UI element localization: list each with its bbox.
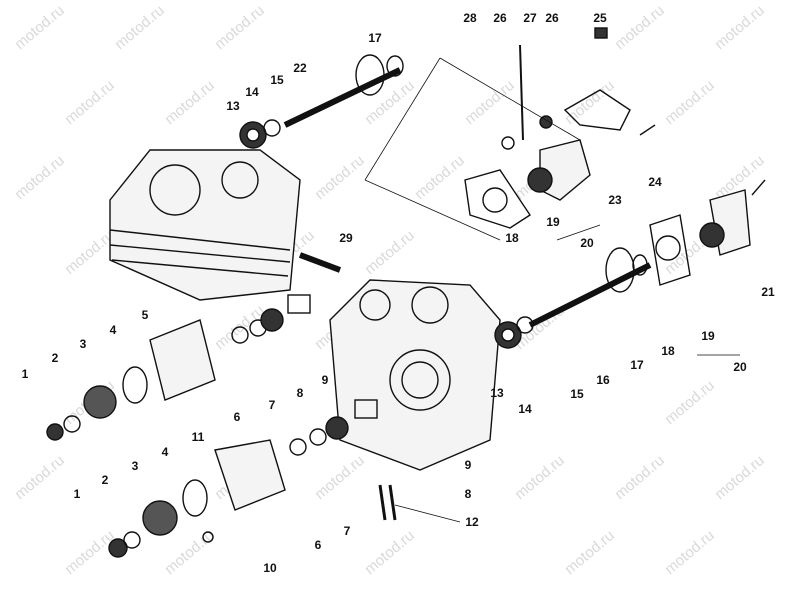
part-label: 10	[263, 561, 277, 575]
part-label: 23	[608, 193, 622, 207]
part-label: 28	[463, 11, 477, 25]
left-gear-assemblies	[46, 294, 397, 558]
part-label: 14	[518, 402, 532, 416]
part-label: 24	[648, 175, 662, 189]
part-label: 17	[630, 358, 644, 372]
part-label: 21	[761, 285, 775, 299]
lower-camshaft	[494, 247, 652, 349]
part-label: 22	[293, 61, 307, 75]
part-label: 3	[79, 337, 87, 351]
part-label: 1	[73, 487, 81, 501]
part-label: 26	[545, 11, 559, 25]
part-label: 20	[733, 360, 747, 374]
part-label: 14	[245, 85, 259, 99]
part-label: 7	[343, 524, 351, 538]
part-label: 25	[593, 11, 607, 25]
upper-cylinder-head	[109, 149, 301, 301]
part-label: 8	[464, 487, 472, 501]
part-label: 4	[161, 445, 169, 459]
part-label: 15	[570, 387, 584, 401]
part-label: 2	[101, 473, 109, 487]
part-label: 9	[321, 373, 329, 387]
part-label: 19	[701, 329, 715, 343]
part-label: 27	[523, 11, 537, 25]
part-label: 5	[141, 308, 149, 322]
part-label: 13	[490, 386, 504, 400]
part-label: 11	[191, 430, 205, 444]
part-label: 1	[21, 367, 29, 381]
upper-camshaft	[239, 54, 404, 149]
part-label: 6	[233, 410, 241, 424]
part-label: 8	[296, 386, 304, 400]
part-label: 16	[596, 373, 610, 387]
part-label: 19	[546, 215, 560, 229]
lower-cylinder-head	[329, 279, 501, 471]
part-label: 20	[580, 236, 594, 250]
part-label: 13	[226, 99, 240, 113]
right-covers	[298, 27, 766, 286]
part-label: 2	[51, 351, 59, 365]
part-label: 18	[661, 344, 675, 358]
part-label: 3	[131, 459, 139, 473]
part-label: 26	[493, 11, 507, 25]
part-label: 15	[270, 73, 284, 87]
part-label: 6	[314, 538, 322, 552]
leader-lines	[364, 57, 740, 523]
part-label: 9	[464, 458, 472, 472]
part-label: 12	[465, 515, 479, 529]
part-label: 7	[268, 398, 276, 412]
part-label: 4	[109, 323, 117, 337]
part-label: 17	[368, 31, 382, 45]
part-label: 18	[505, 231, 519, 245]
part-label: 29	[339, 231, 353, 245]
